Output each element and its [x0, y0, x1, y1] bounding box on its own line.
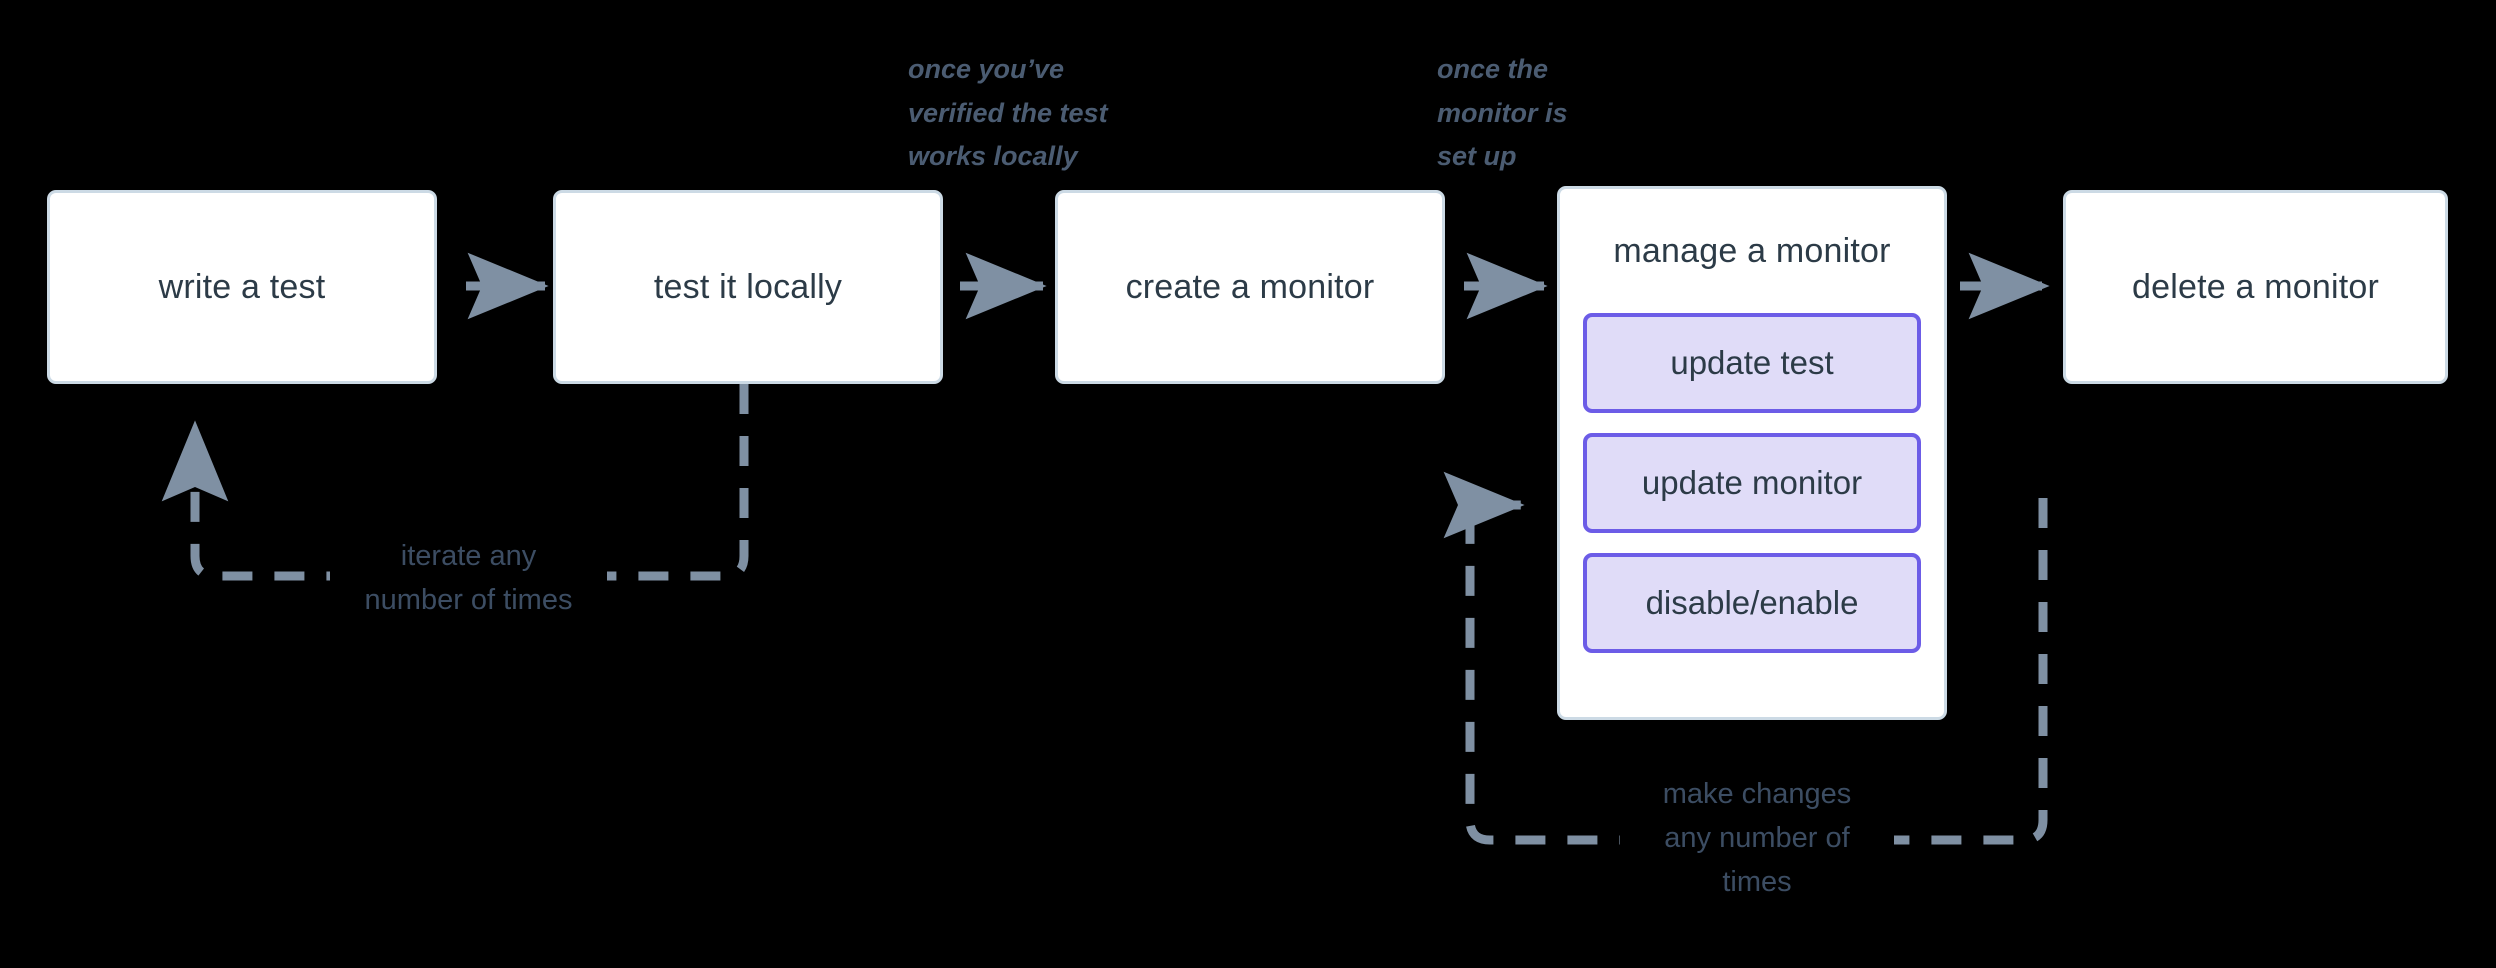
node-label: delete a monitor	[2131, 267, 2379, 306]
caption-iterate-loop: iterate any number of times	[330, 532, 607, 625]
caption-make-changes-loop: make changes any number of times	[1620, 770, 1894, 907]
subnode-stack: update test update monitor disable/enabl…	[1583, 313, 1921, 697]
subnode-label: disable/enable	[1645, 584, 1859, 621]
annotation-monitor-set-up: once the monitor is set up	[1437, 54, 1568, 172]
node-create-a-monitor[interactable]: create a monitor	[1055, 190, 1445, 384]
node-label: create a monitor	[1125, 267, 1375, 306]
subnode-label: update test	[1670, 344, 1834, 381]
node-delete-a-monitor[interactable]: delete a monitor	[2063, 190, 2448, 384]
container-title: manage a monitor	[1560, 189, 1944, 313]
node-test-it-locally[interactable]: test it locally	[553, 190, 943, 384]
subnode-update-monitor[interactable]: update monitor	[1583, 433, 1921, 533]
node-label: manage a monitor	[1613, 231, 1891, 270]
subnode-label: update monitor	[1641, 464, 1863, 501]
subnode-disable-enable[interactable]: disable/enable	[1583, 553, 1921, 653]
subnode-update-test[interactable]: update test	[1583, 313, 1921, 413]
node-label: test it locally	[653, 267, 843, 306]
node-label: write a test	[158, 267, 326, 306]
annotation-verified-locally: once you’ve verified the test works loca…	[908, 54, 1108, 172]
node-write-a-test[interactable]: write a test	[47, 190, 437, 384]
node-manage-a-monitor[interactable]: manage a monitor update test update moni…	[1557, 186, 1947, 720]
